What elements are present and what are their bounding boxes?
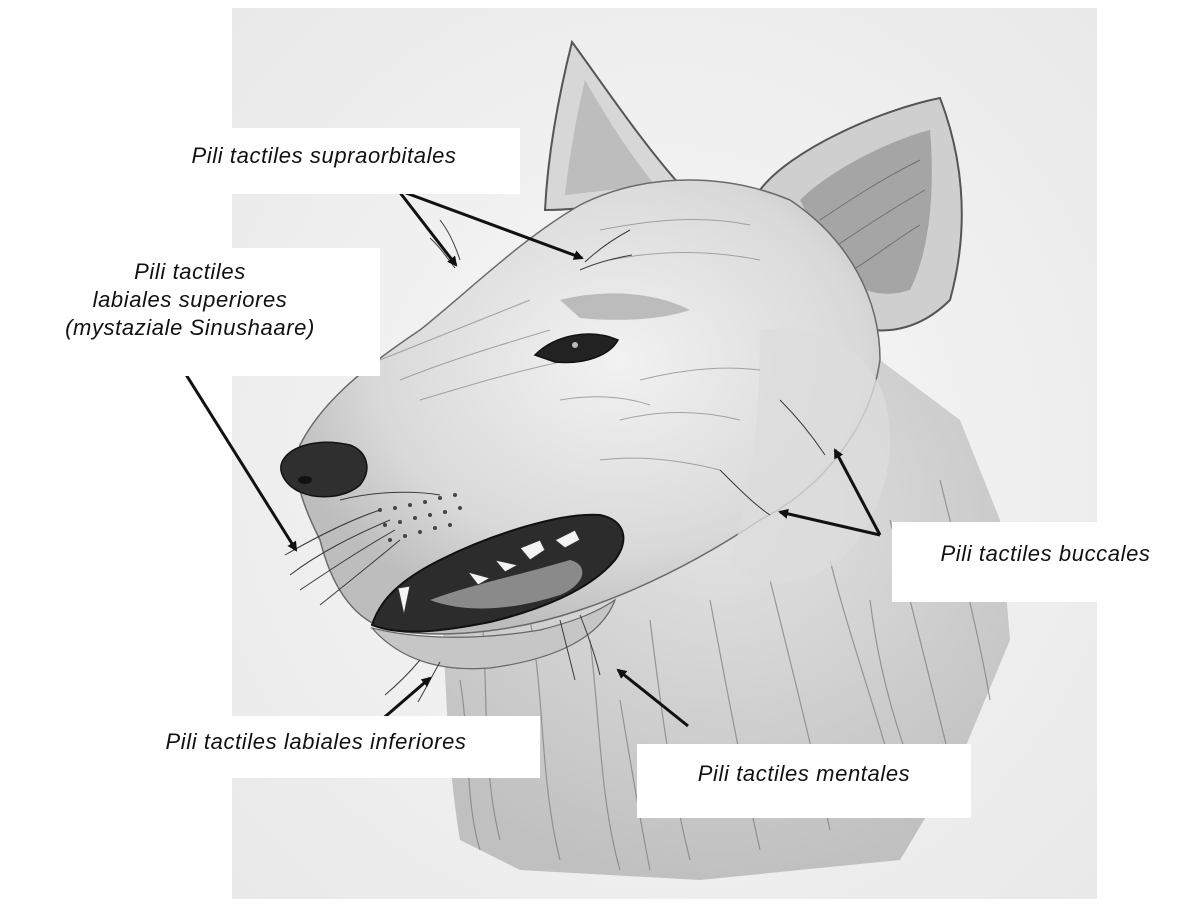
label-labiales-inferiores: Pili tactiles labiales inferiores	[92, 716, 540, 778]
label-buccales: Pili tactiles buccales	[892, 522, 1199, 602]
label-labiales-superiores-line1: Pili tactiles	[0, 258, 380, 286]
label-mentales: Pili tactiles mentales	[637, 744, 971, 818]
label-labiales-superiores-line3: (mystaziale Sinushaare)	[0, 314, 380, 342]
label-supraorbitales: Pili tactiles supraorbitales	[128, 128, 520, 194]
label-labiales-superiores-line2: labiales superiores	[0, 286, 380, 314]
dog-nose	[281, 442, 367, 496]
label-labiales-superiores: Pili tactiles labiales superiores (mysta…	[0, 248, 380, 376]
